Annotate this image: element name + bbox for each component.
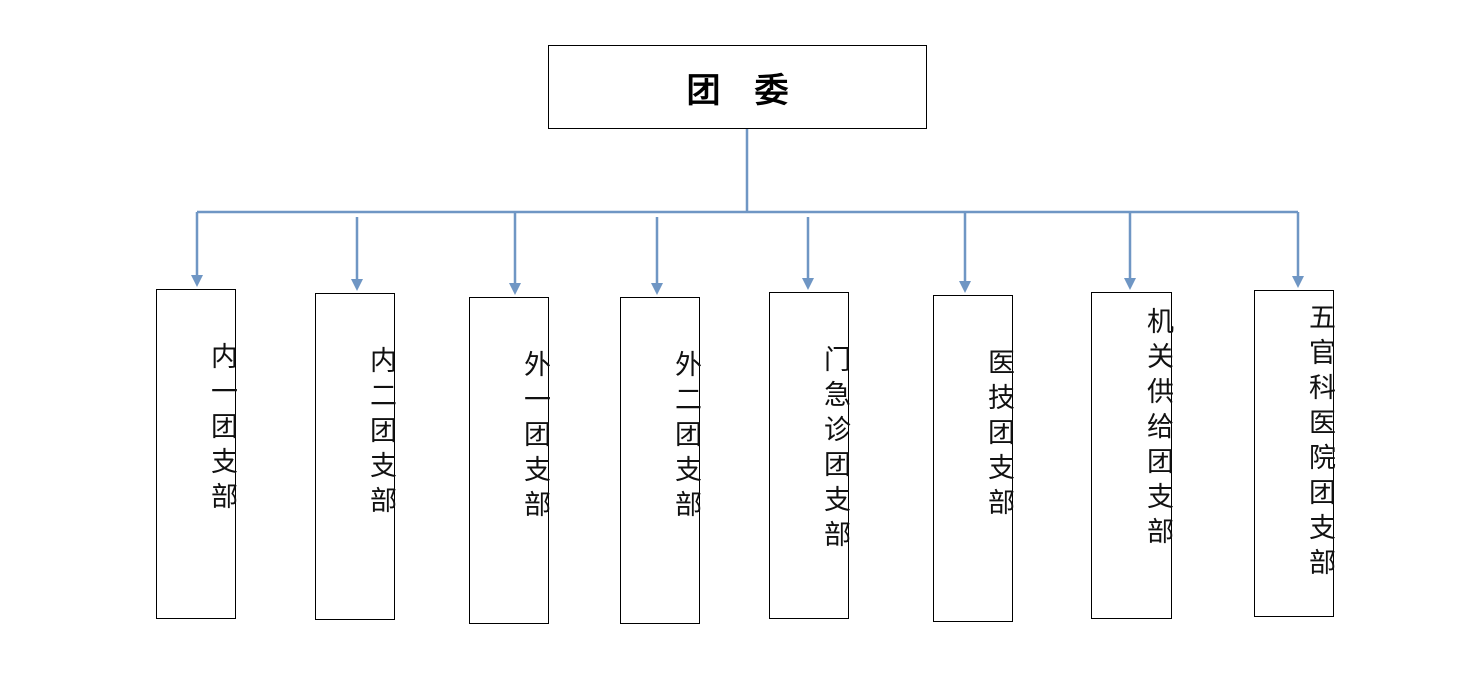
branch-node-wai-yi[interactable]: 外一团支部 [469,297,550,624]
branch-label: 门急诊团支部 [819,345,850,555]
branch-label: 医技团支部 [983,348,1014,523]
branch-node-yi-ji[interactable]: 医技团支部 [933,295,1014,622]
branch-node-nei-yi[interactable]: 内一团支部 [156,289,237,619]
branch-node-men-ji-zhen[interactable]: 门急诊团支部 [769,292,850,619]
arrowhead-5 [959,281,971,293]
arrowhead-7 [1292,276,1304,288]
root-node[interactable]: 团 委 [548,45,927,129]
arrowhead-3 [651,283,663,295]
branch-node-nei-er[interactable]: 内二团支部 [315,293,396,620]
arrowhead-0 [191,275,203,287]
arrowhead-4 [802,278,814,290]
branch-node-wu-guan-ke[interactable]: 五官科医院团支部 [1254,290,1335,617]
branch-label: 外一团支部 [519,350,550,525]
arrowhead-1 [351,279,363,291]
branch-label: 机关供给团支部 [1142,307,1173,552]
arrowhead-2 [509,283,521,295]
branch-label: 五官科医院团支部 [1304,303,1335,583]
arrowhead-6 [1124,278,1136,290]
branch-node-wai-er[interactable]: 外二团支部 [620,297,701,624]
branch-label: 内二团支部 [365,346,396,521]
branch-label: 外二团支部 [670,350,701,525]
branch-node-ji-guan-gong-ji[interactable]: 机关供给团支部 [1091,292,1173,619]
branch-label: 内一团支部 [206,342,237,517]
root-label: 团 委 [686,70,789,111]
